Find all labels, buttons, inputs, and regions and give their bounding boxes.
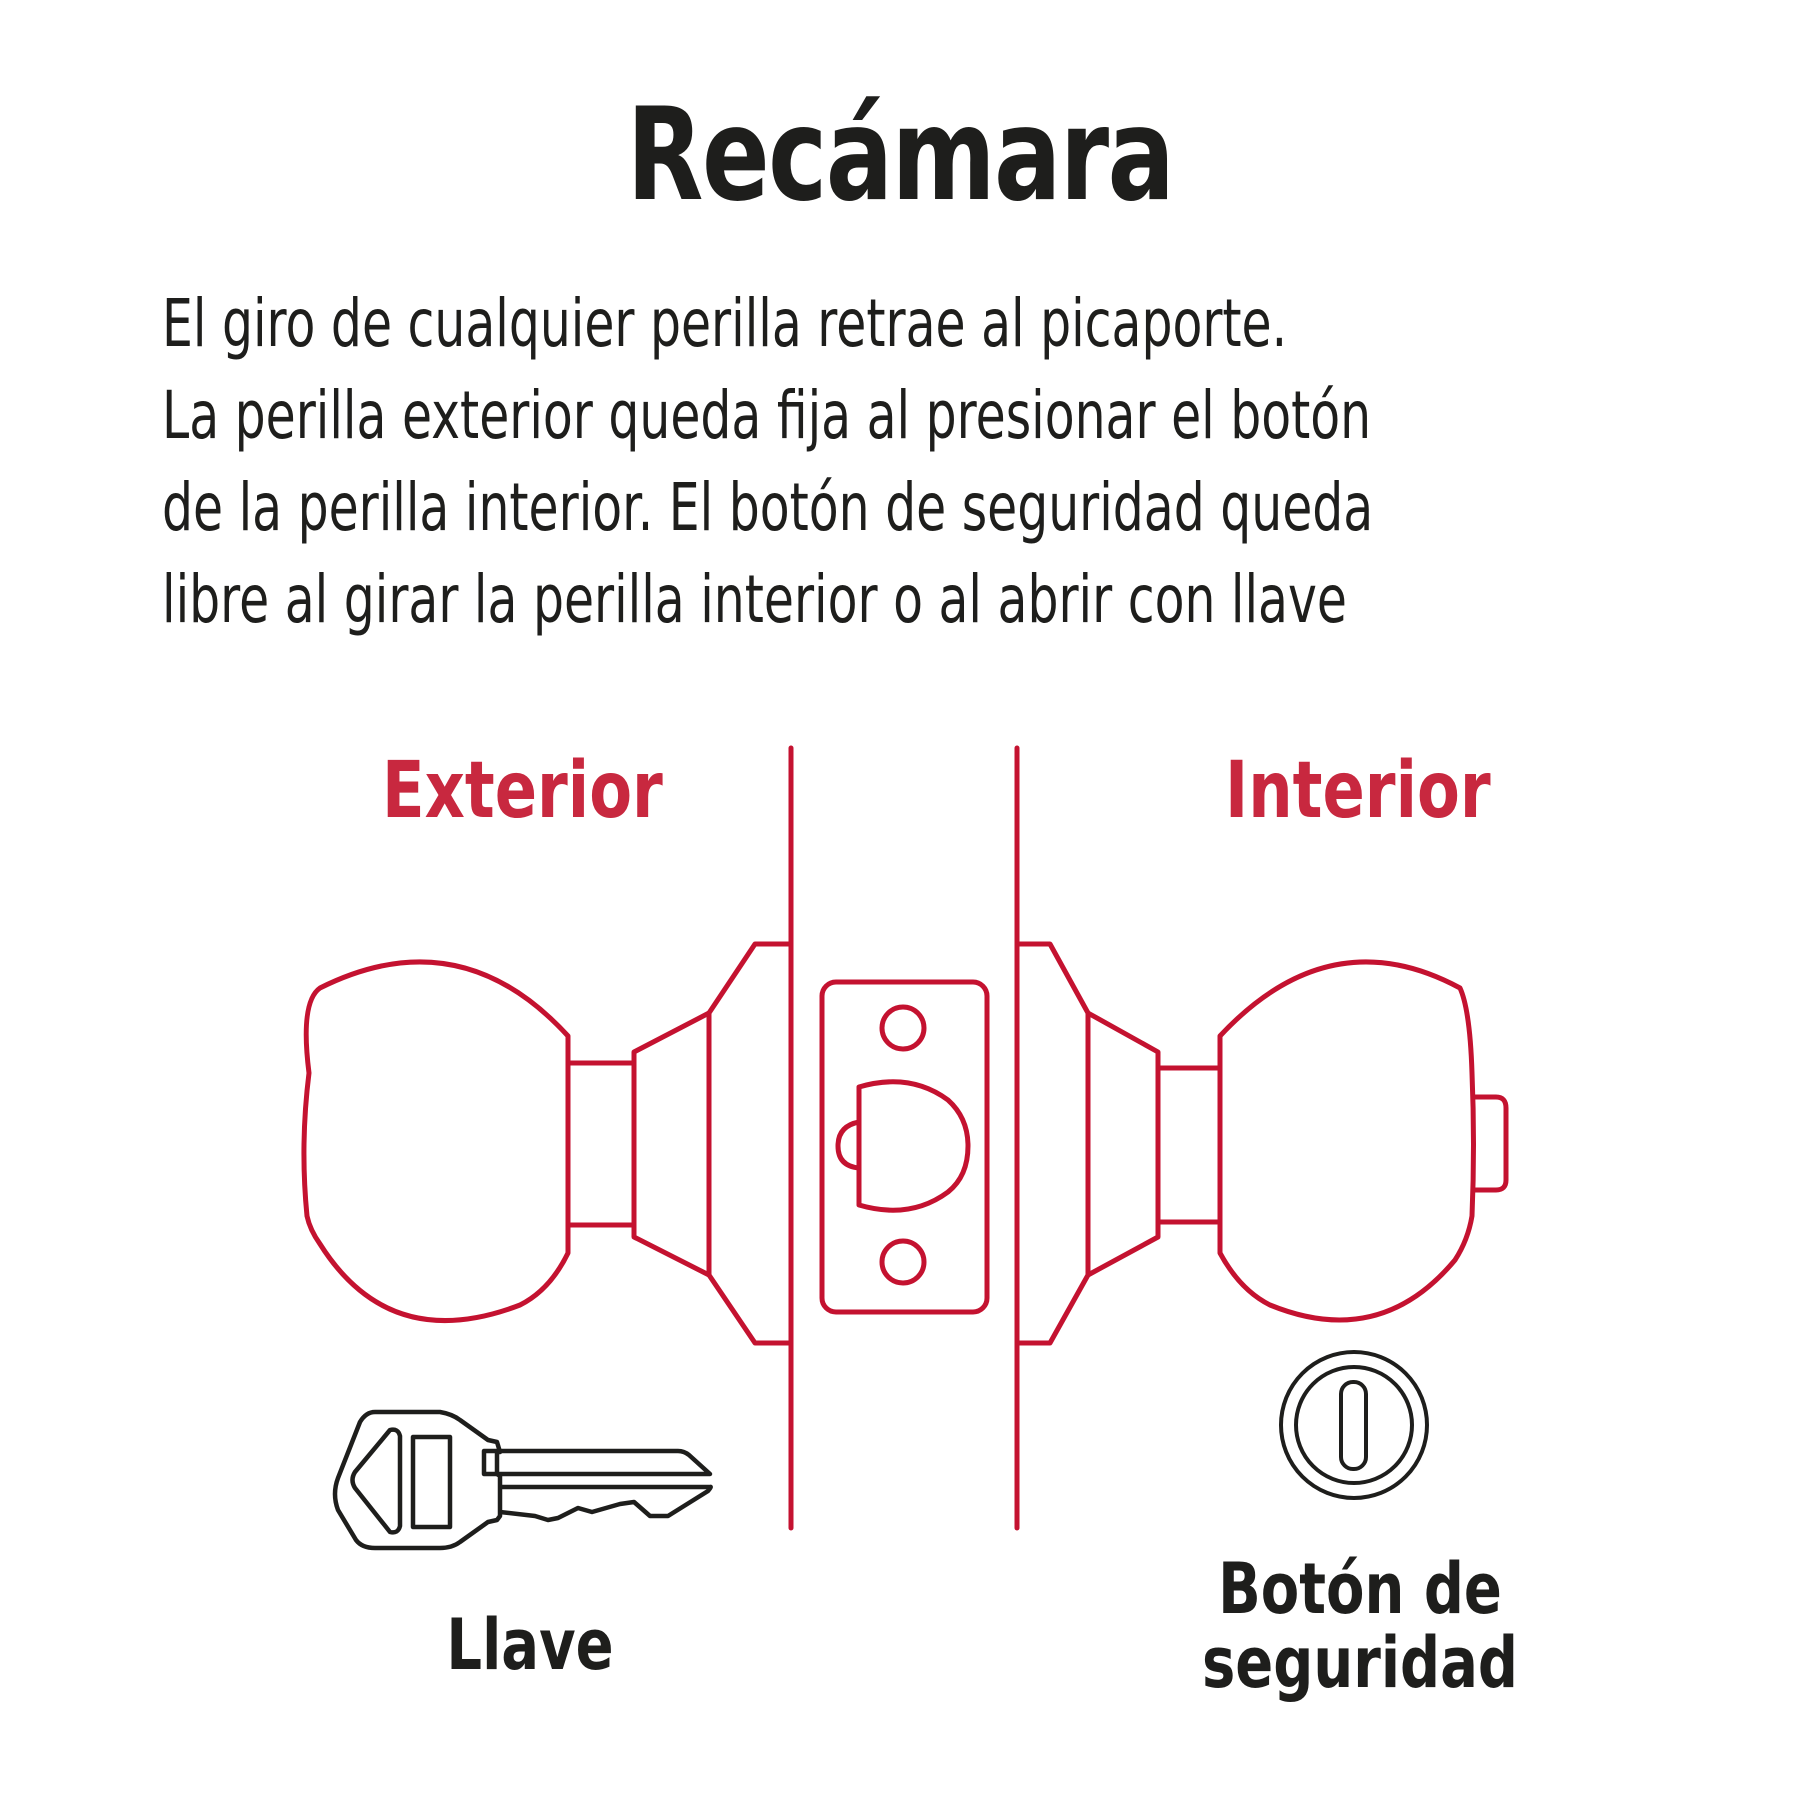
privacy-push-button (1470, 1094, 1509, 1193)
description-text: El giro de cualquier perilla retrae al p… (162, 278, 1722, 646)
interior-knob (1014, 941, 1509, 1346)
strike-plate (819, 979, 990, 1315)
privacy-button-caption: Botón de seguridad (1200, 1552, 1520, 1700)
description-line: El giro de cualquier perilla retrae al p… (162, 285, 1288, 362)
key-caption: Llave (446, 1604, 614, 1686)
description-line: de la perilla interior. El botón de segu… (162, 469, 1374, 546)
description-line: La perilla exterior queda fija al presio… (162, 377, 1372, 454)
description-line: libre al girar la perilla interior o al … (162, 561, 1347, 638)
exterior-label: Exterior (382, 746, 663, 836)
exterior-knob (301, 941, 792, 1346)
privacy-button-icon (1279, 1350, 1429, 1500)
key-icon (332, 1409, 713, 1551)
privacy-button-caption-line2: seguridad (1201, 1622, 1519, 1704)
privacy-button-caption-line1: Botón de (1218, 1548, 1502, 1630)
page-title: Recámara (626, 81, 1175, 230)
interior-label: Interior (1225, 746, 1491, 836)
